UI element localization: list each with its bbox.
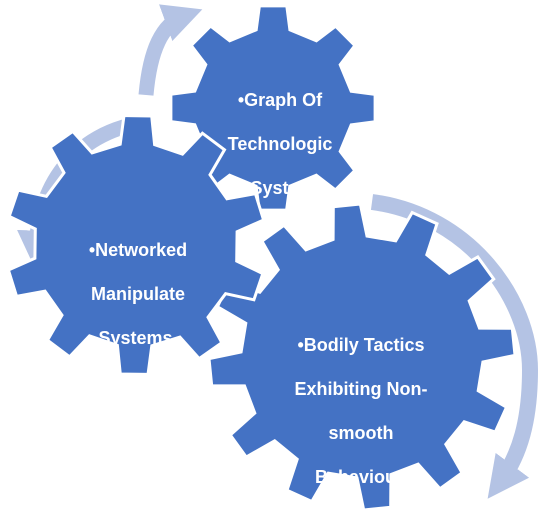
- gear-bottom-line-3: smooth: [328, 422, 394, 443]
- curved-arrow-icon: [370, 194, 539, 499]
- curved-arrow-icon: [138, 4, 203, 96]
- gear-left-line-2: Manipulate: [90, 283, 185, 304]
- gear-top: [169, 4, 377, 212]
- gear-bottom-line-2: Exhibiting Non-: [294, 378, 428, 399]
- gear-bottom-label: •Bodily Tactics Exhibiting Non- smooth B…: [272, 313, 450, 511]
- gear-left: [6, 114, 266, 376]
- gear-left-line-3: Systems.: [98, 327, 178, 348]
- gear-top-line-1: •Graph Of: [237, 89, 323, 110]
- gear-left-label: •Networked Manipulate Systems.: [58, 218, 218, 372]
- gear-bottom-line-1: •Bodily Tactics: [297, 334, 425, 355]
- gear-left-line-1: •Networked: [88, 239, 188, 260]
- gear-top-line-2: Technologic: [227, 133, 333, 154]
- gear-bottom: [207, 202, 517, 511]
- gear-top-line-3: al Systems.: [230, 177, 330, 198]
- gear-bottom-line-4: Behaviour.: [314, 466, 408, 487]
- gear-top-label: •Graph Of Technologic al Systems.: [210, 68, 350, 222]
